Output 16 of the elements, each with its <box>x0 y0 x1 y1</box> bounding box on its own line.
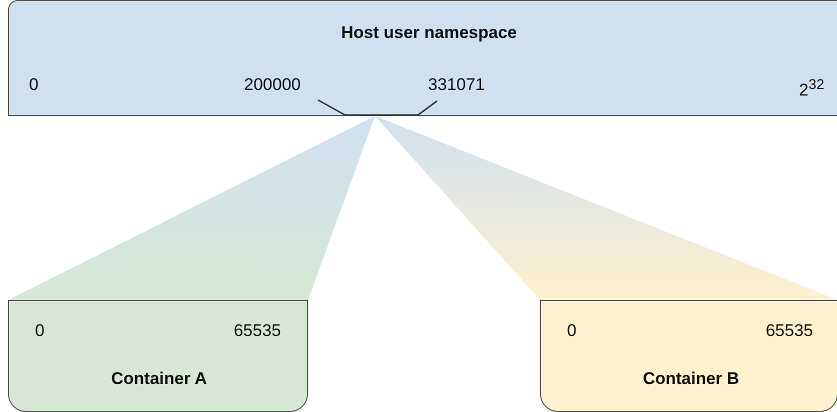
namespace-title: Container A <box>111 369 207 389</box>
namespace-band <box>8 0 837 116</box>
id-value: 0 <box>35 321 44 341</box>
id-value: 65535 <box>234 321 281 341</box>
container-box <box>540 300 837 412</box>
id-value: 200000 <box>244 75 301 95</box>
container-box <box>8 300 308 412</box>
namespace-title: Container B <box>642 369 740 389</box>
id-value: 0 <box>29 75 38 95</box>
id-value: 65535 <box>766 321 813 341</box>
id-value: 331071 <box>428 75 485 95</box>
id-value: 2$^{32}$ <box>799 76 824 101</box>
mapping-fan <box>375 116 837 300</box>
namespace-title: Host user namespace <box>341 23 517 43</box>
id-value: 0 <box>567 321 576 341</box>
mapping-fan <box>8 116 375 300</box>
